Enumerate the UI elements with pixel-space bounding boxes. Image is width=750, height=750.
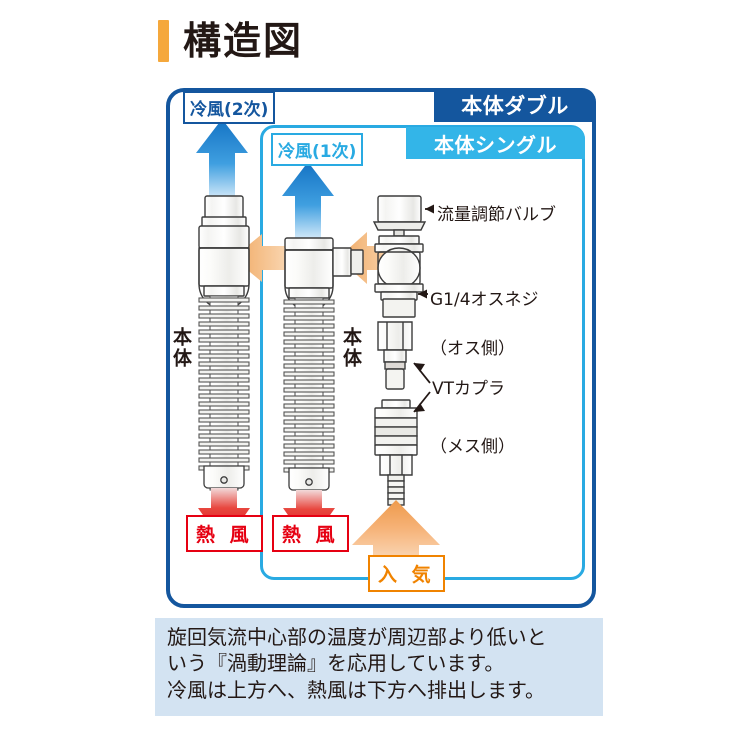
- page-title-row: 構造図: [158, 20, 303, 62]
- annotation-male-thread: G1/4オスネジ: [430, 290, 539, 310]
- caption-line-1: 旋回気流中心部の温度が周辺部より低いと: [167, 625, 547, 649]
- label-cold-primary: 冷風(1次): [271, 133, 364, 166]
- label-hot-air-single: 熱 風: [272, 515, 349, 552]
- annotation-male-side: （オス側）: [430, 339, 515, 359]
- label-cold-secondary: 冷風(2次): [183, 91, 276, 124]
- tab-body-double[interactable]: 本体ダブル: [434, 88, 596, 122]
- annotation-female-side: （メス側）: [430, 437, 515, 457]
- label-hot-air-double: 熱 風: [186, 515, 263, 552]
- single-unit-frame: [260, 125, 585, 580]
- caption-panel: 旋回気流中心部の温度が周辺部より低いと いう『渦動理論』を応用しています。 冷風…: [155, 618, 603, 716]
- title-accent-bar: [158, 20, 169, 62]
- label-body-single: 本体: [339, 327, 362, 369]
- page-title: 構造図: [183, 19, 304, 63]
- label-intake: 入 気: [368, 555, 445, 592]
- annotation-vt-coupler: VTカプラ: [432, 379, 506, 399]
- label-body-double: 本体: [169, 327, 192, 369]
- caption-line-3: 冷風は上方へ、熱風は下方へ排出します。: [167, 677, 545, 702]
- tab-body-single[interactable]: 本体シングル: [406, 127, 585, 159]
- caption-line-2: いう『渦動理論』を応用しています。: [167, 651, 505, 676]
- annotation-flow-valve: 流量調節バルブ: [437, 205, 556, 225]
